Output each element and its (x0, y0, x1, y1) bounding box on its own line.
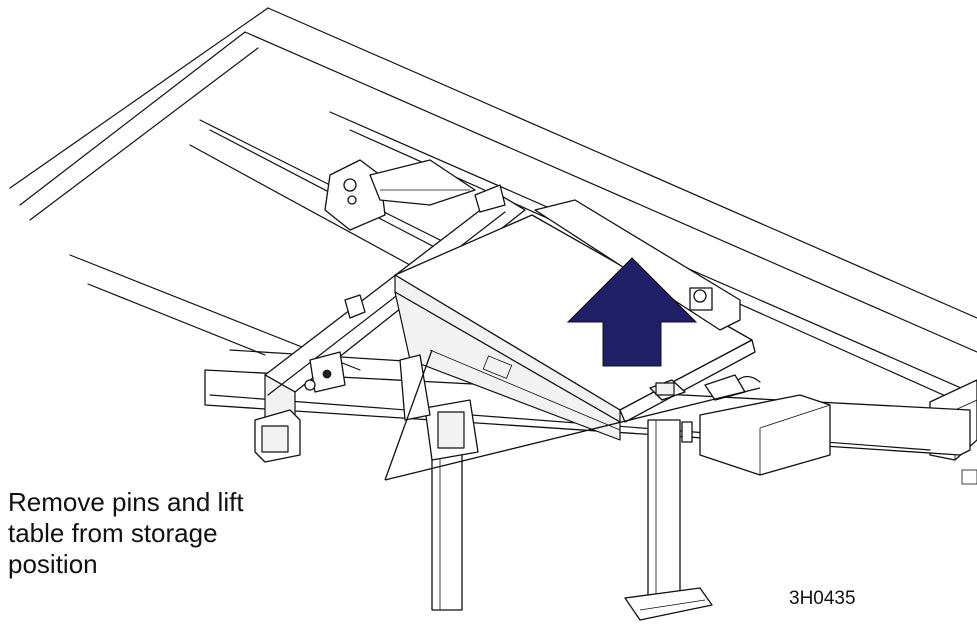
table-tray (394, 214, 756, 441)
left-support-post (399, 354, 479, 611)
callout-leader (384, 349, 761, 481)
right-support-post (624, 419, 713, 621)
callout-label: Remove pins and lift table from storage … (8, 487, 244, 579)
pin-bracket (304, 184, 506, 393)
figure-id-label: 3H0435 (789, 588, 856, 609)
right-support-arm (699, 394, 831, 476)
left-tube-end (254, 409, 301, 463)
long-frame-rail (9, 7, 269, 221)
up-arrow-icon (566, 257, 698, 367)
hinge-bracket (324, 159, 476, 231)
